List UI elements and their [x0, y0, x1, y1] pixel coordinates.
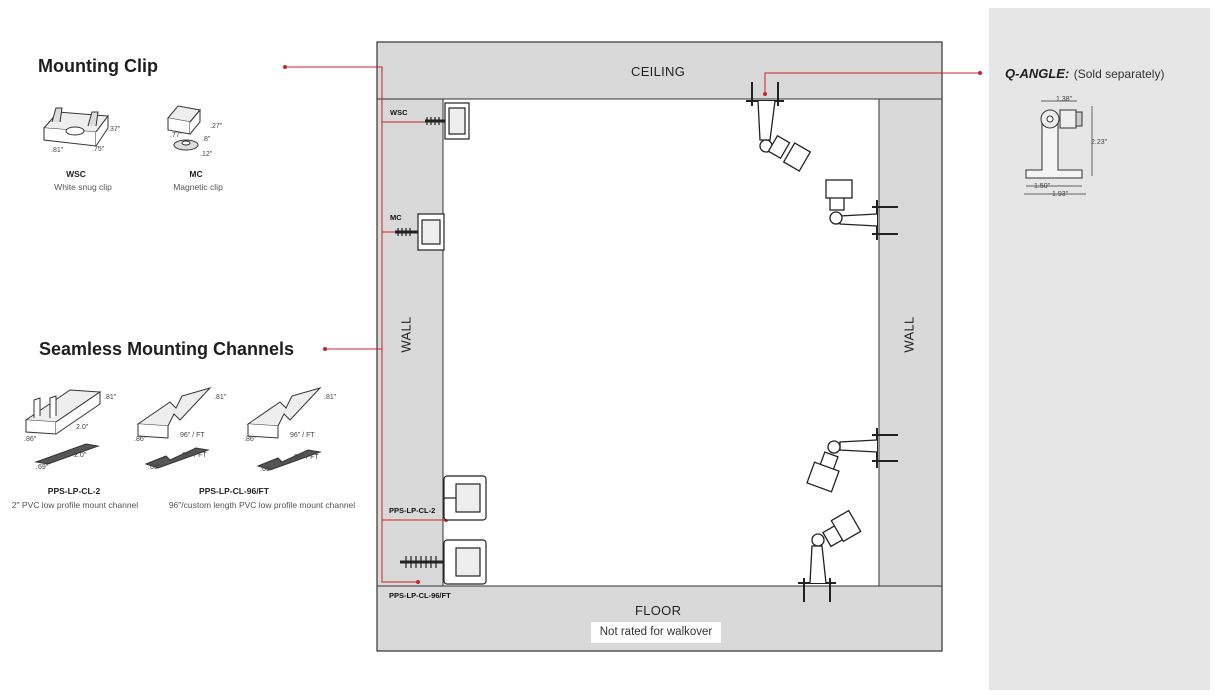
wsc-clip-installed — [425, 102, 470, 140]
cl96b-dim-width: .86" — [244, 436, 257, 443]
channels-heading: Seamless Mounting Channels — [39, 339, 295, 359]
wsc-room-tag: WSC — [390, 108, 408, 117]
mc-description: Magnetic clip — [173, 182, 223, 192]
wsc-dim-depth: .75" — [92, 146, 105, 153]
ceiling-label: CEILING — [631, 64, 686, 79]
cl2-code: PPS-LP-CL-2 — [47, 486, 101, 496]
cl96b-dim-height: .81" — [324, 394, 337, 401]
cl2-description: 2" PVC low profile mount channel — [11, 500, 139, 510]
qangle-dim-height: 2.23" — [1091, 139, 1108, 146]
qangle-note: (Sold separately) — [1073, 67, 1165, 81]
cl96b-dim-length: 96" / FT — [290, 432, 315, 439]
cl2-room-tag: PPS-LP-CL-2 — [389, 506, 436, 515]
clip-callout-line — [285, 66, 418, 583]
room-interior — [442, 98, 880, 587]
cl96a-dim-width: .86" — [134, 436, 147, 443]
qangle-dim-base-outer: 1.93" — [1052, 191, 1069, 198]
channel-cl2-illustration — [24, 389, 102, 465]
qangle-mount-wall-upper — [825, 179, 898, 240]
cl2-dim-height: .81" — [104, 394, 117, 401]
cl2-dim-width: .86" — [24, 436, 37, 443]
mc-room-tag: MC — [390, 213, 402, 222]
channel-cl96-installed — [400, 539, 487, 585]
wsc-illustration — [42, 107, 109, 147]
mc-dim-width: .77" — [170, 132, 183, 139]
walkover-note: Not rated for walkover — [591, 622, 721, 643]
cl96a-dim-strip-length: 96" / FT — [182, 452, 207, 459]
cl96b-dim-strip-length: 96" / FT — [294, 454, 319, 461]
cl96-description: 96"/custom length PVC low profile mount … — [168, 500, 356, 510]
wsc-description: White snug clip — [54, 182, 112, 192]
qangle-callout-line — [764, 72, 980, 94]
wall-right-label: WALL — [901, 316, 917, 353]
qangle-title-row: Q-ANGLE: (Sold separately) — [1005, 65, 1164, 83]
q-angle-panel — [989, 8, 1210, 690]
qangle-mount-floor — [798, 509, 862, 602]
channel-cl96-illustration-b — [246, 387, 322, 471]
qangle-title: Q-ANGLE: — [1005, 66, 1070, 81]
mc-dim-height: .27" — [210, 123, 223, 130]
mounting-clip-heading: Mounting Clip — [38, 56, 158, 76]
mc-clip-installed — [395, 213, 445, 251]
qangle-dim-base-inner: 1.50" — [1034, 183, 1051, 190]
cl96a-dim-length: 96" / FT — [180, 432, 205, 439]
floor-label: FLOOR — [635, 603, 682, 618]
wsc-dim-height: .37" — [108, 126, 121, 133]
cl96-code: PPS-LP-CL-96/FT — [199, 486, 269, 496]
cl2-dim-strip-width: .69" — [36, 464, 49, 471]
wsc-dim-width: .81" — [51, 147, 64, 154]
mc-code: MC — [189, 169, 203, 179]
mc-dim-depth: .8" — [202, 136, 211, 143]
mc-illustration — [167, 105, 201, 151]
qangle-dim-top: 1.38" — [1056, 96, 1073, 103]
qangle-mount-wall-lower — [806, 428, 898, 493]
wsc-code: WSC — [66, 169, 86, 179]
qangle-mount-ceiling — [746, 82, 812, 172]
wall-left-label: WALL — [398, 316, 414, 353]
qangle-detail-illustration — [1024, 100, 1093, 195]
channel-cl96-illustration-a — [136, 387, 212, 469]
channel-cl2-installed — [443, 475, 487, 521]
cl2-dim-strip-length: 2.0" — [74, 452, 87, 459]
cl96b-dim-strip-width: .69" — [260, 466, 273, 473]
cl2-dim-length: 2.0" — [76, 424, 89, 431]
cl96a-dim-height: .81" — [214, 394, 227, 401]
cl96-room-tag: PPS-LP-CL-96/FT — [389, 591, 451, 600]
cl96a-dim-strip-width: .69" — [148, 464, 161, 471]
mc-dim-thickness: .12" — [200, 151, 213, 158]
